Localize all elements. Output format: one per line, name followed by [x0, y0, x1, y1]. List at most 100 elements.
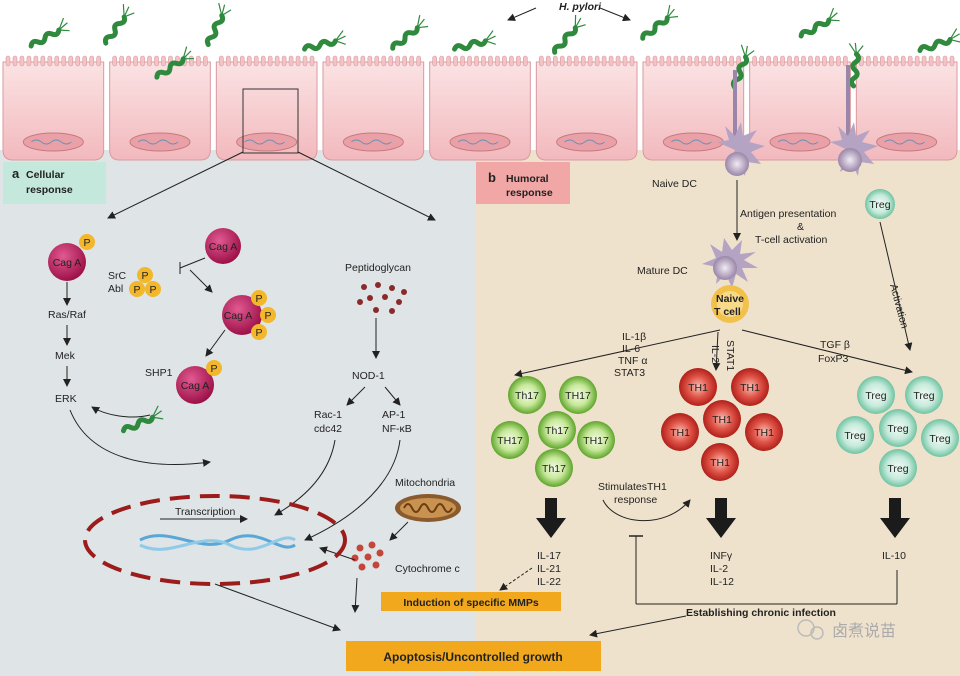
- p-label: P: [83, 237, 90, 249]
- h-pylori-bacterium: [102, 4, 135, 46]
- svg-text:Th17: Th17: [542, 463, 566, 475]
- epithelial-cell: [322, 55, 425, 161]
- treg-cell: Treg: [905, 376, 943, 414]
- mitochondria-label: Mitochondria: [395, 477, 455, 489]
- watermark-text: 卤煮说苗: [832, 622, 896, 640]
- big-arrow-th1: [706, 498, 736, 538]
- apoptosis-banner: [346, 641, 601, 671]
- wechat-watermark: 卤煮说苗: [797, 619, 896, 640]
- svg-text:P: P: [133, 284, 140, 296]
- stimulates-th1-label-2: response: [614, 494, 657, 506]
- panel-a-label-box: [3, 162, 106, 204]
- svg-text:TH1: TH1: [754, 427, 774, 439]
- epithelial-cell: [2, 55, 105, 161]
- caga-phosphorylated-1: Cag A P: [48, 234, 95, 281]
- h-pylori-bacterium: [640, 5, 679, 41]
- treg-cell-top: [865, 189, 895, 219]
- th1-cell: TH1: [661, 413, 699, 451]
- caga-shp1: Cag A P: [176, 360, 222, 404]
- th17-cytokine-3: TNF α: [618, 355, 647, 367]
- svg-text:TH1: TH1: [740, 382, 760, 394]
- mmps-banner: [381, 592, 561, 611]
- svg-text:P: P: [264, 310, 271, 322]
- svg-text:Treg: Treg: [844, 430, 865, 442]
- th17-cell: TH17: [559, 376, 597, 414]
- caga-label: Cag A: [53, 257, 82, 269]
- peptidoglycan-label: Peptidoglycan: [345, 262, 411, 274]
- t-cell-activation-label: T-cell activation: [755, 234, 828, 246]
- panel-b-letter: b: [488, 170, 496, 185]
- epithelial-cell: [855, 55, 958, 161]
- treg-cell: Treg: [879, 409, 917, 447]
- big-arrow-treg: [880, 498, 910, 538]
- th17-cell: Th17: [508, 376, 546, 414]
- h-pylori-bacterium: [204, 2, 232, 48]
- caga-label: Cag A: [209, 241, 238, 253]
- resident-dc-cell: [830, 122, 878, 176]
- svg-text:Cag A: Cag A: [224, 310, 253, 322]
- th17-output-2: IL-21: [537, 563, 561, 575]
- apoptosis-label: Apoptosis/Uncontrolled growth: [383, 650, 562, 664]
- epithelial-cell: [535, 55, 638, 161]
- svg-text:TH17: TH17: [497, 435, 523, 447]
- h-pylori-bacterium: [154, 46, 194, 80]
- chronic-infection-label: Establishing chronic infection: [686, 607, 836, 619]
- nod1-label: NOD-1: [352, 370, 385, 382]
- th1-cytokine-1: IL-2: [709, 345, 721, 363]
- svg-text:P: P: [255, 293, 262, 305]
- naive-t-cell: [711, 285, 749, 323]
- naive-dc-label: Naive DC: [652, 178, 697, 190]
- src-abl-phospho-cluster: P P P: [129, 267, 161, 297]
- naive-t-label-1: Naive: [716, 293, 744, 305]
- svg-text:TH1: TH1: [710, 457, 730, 469]
- rac1-label: Rac-1: [314, 409, 342, 421]
- treg-cell: Treg: [879, 449, 917, 487]
- th1-cell: TH1: [731, 368, 769, 406]
- nfkb-label: NF-κB: [382, 423, 412, 435]
- th17-cell: TH17: [577, 421, 615, 459]
- peptidoglycan-particles: [357, 282, 407, 314]
- th17-cytokine-2: IL-6: [622, 343, 640, 355]
- h-pylori-bacterium: [28, 17, 70, 49]
- h-pylori-bacterium: [552, 14, 586, 55]
- svg-text:TH1: TH1: [688, 382, 708, 394]
- th17-cell: Th17: [535, 449, 573, 487]
- th1-cytokine-2: STAT1: [724, 340, 736, 371]
- panel-a-label-line2: response: [26, 184, 73, 196]
- svg-text:Th17: Th17: [515, 390, 539, 402]
- cdc42-label: cdc42: [314, 423, 342, 435]
- treg-cytokine-1: TGF β: [820, 339, 850, 351]
- nucleus-outline: [83, 494, 347, 586]
- svg-text:Treg: Treg: [887, 423, 908, 435]
- th1-cell: TH1: [701, 443, 739, 481]
- th1-output-2: IL-2: [710, 563, 728, 575]
- svg-text:P: P: [149, 284, 156, 296]
- svg-text:Th17: Th17: [545, 425, 569, 437]
- stimulates-th1-label: StimulatesTH1: [598, 481, 667, 493]
- svg-text:P: P: [141, 270, 148, 282]
- th17-cell: Th17: [538, 411, 576, 449]
- svg-text:Treg: Treg: [865, 390, 886, 402]
- mature-dc-label: Mature DC: [637, 265, 688, 277]
- cytochrome-c-label: Cytochrome c: [395, 563, 460, 575]
- treg-cell: Treg: [836, 416, 874, 454]
- th17-output-1: IL-17: [537, 550, 561, 562]
- h-pylori-bacterium: [390, 15, 429, 51]
- th1-cell: TH1: [703, 400, 741, 438]
- treg-output: IL-10: [882, 550, 906, 562]
- th17-output-3: IL-22: [537, 576, 561, 588]
- svg-text:TH17: TH17: [583, 435, 609, 447]
- h-pylori-bacterium: [917, 28, 960, 53]
- treg-cell: Treg: [857, 376, 895, 414]
- panel-b-label-line1: Humoral: [506, 173, 549, 185]
- mature-dc-cell: [702, 238, 758, 288]
- epithelial-cell: [642, 55, 745, 161]
- svg-text:Cag A: Cag A: [181, 380, 210, 392]
- h-pylori-bacterium: [848, 42, 864, 89]
- epithelium: [2, 55, 958, 161]
- th1-cell: TH1: [745, 413, 783, 451]
